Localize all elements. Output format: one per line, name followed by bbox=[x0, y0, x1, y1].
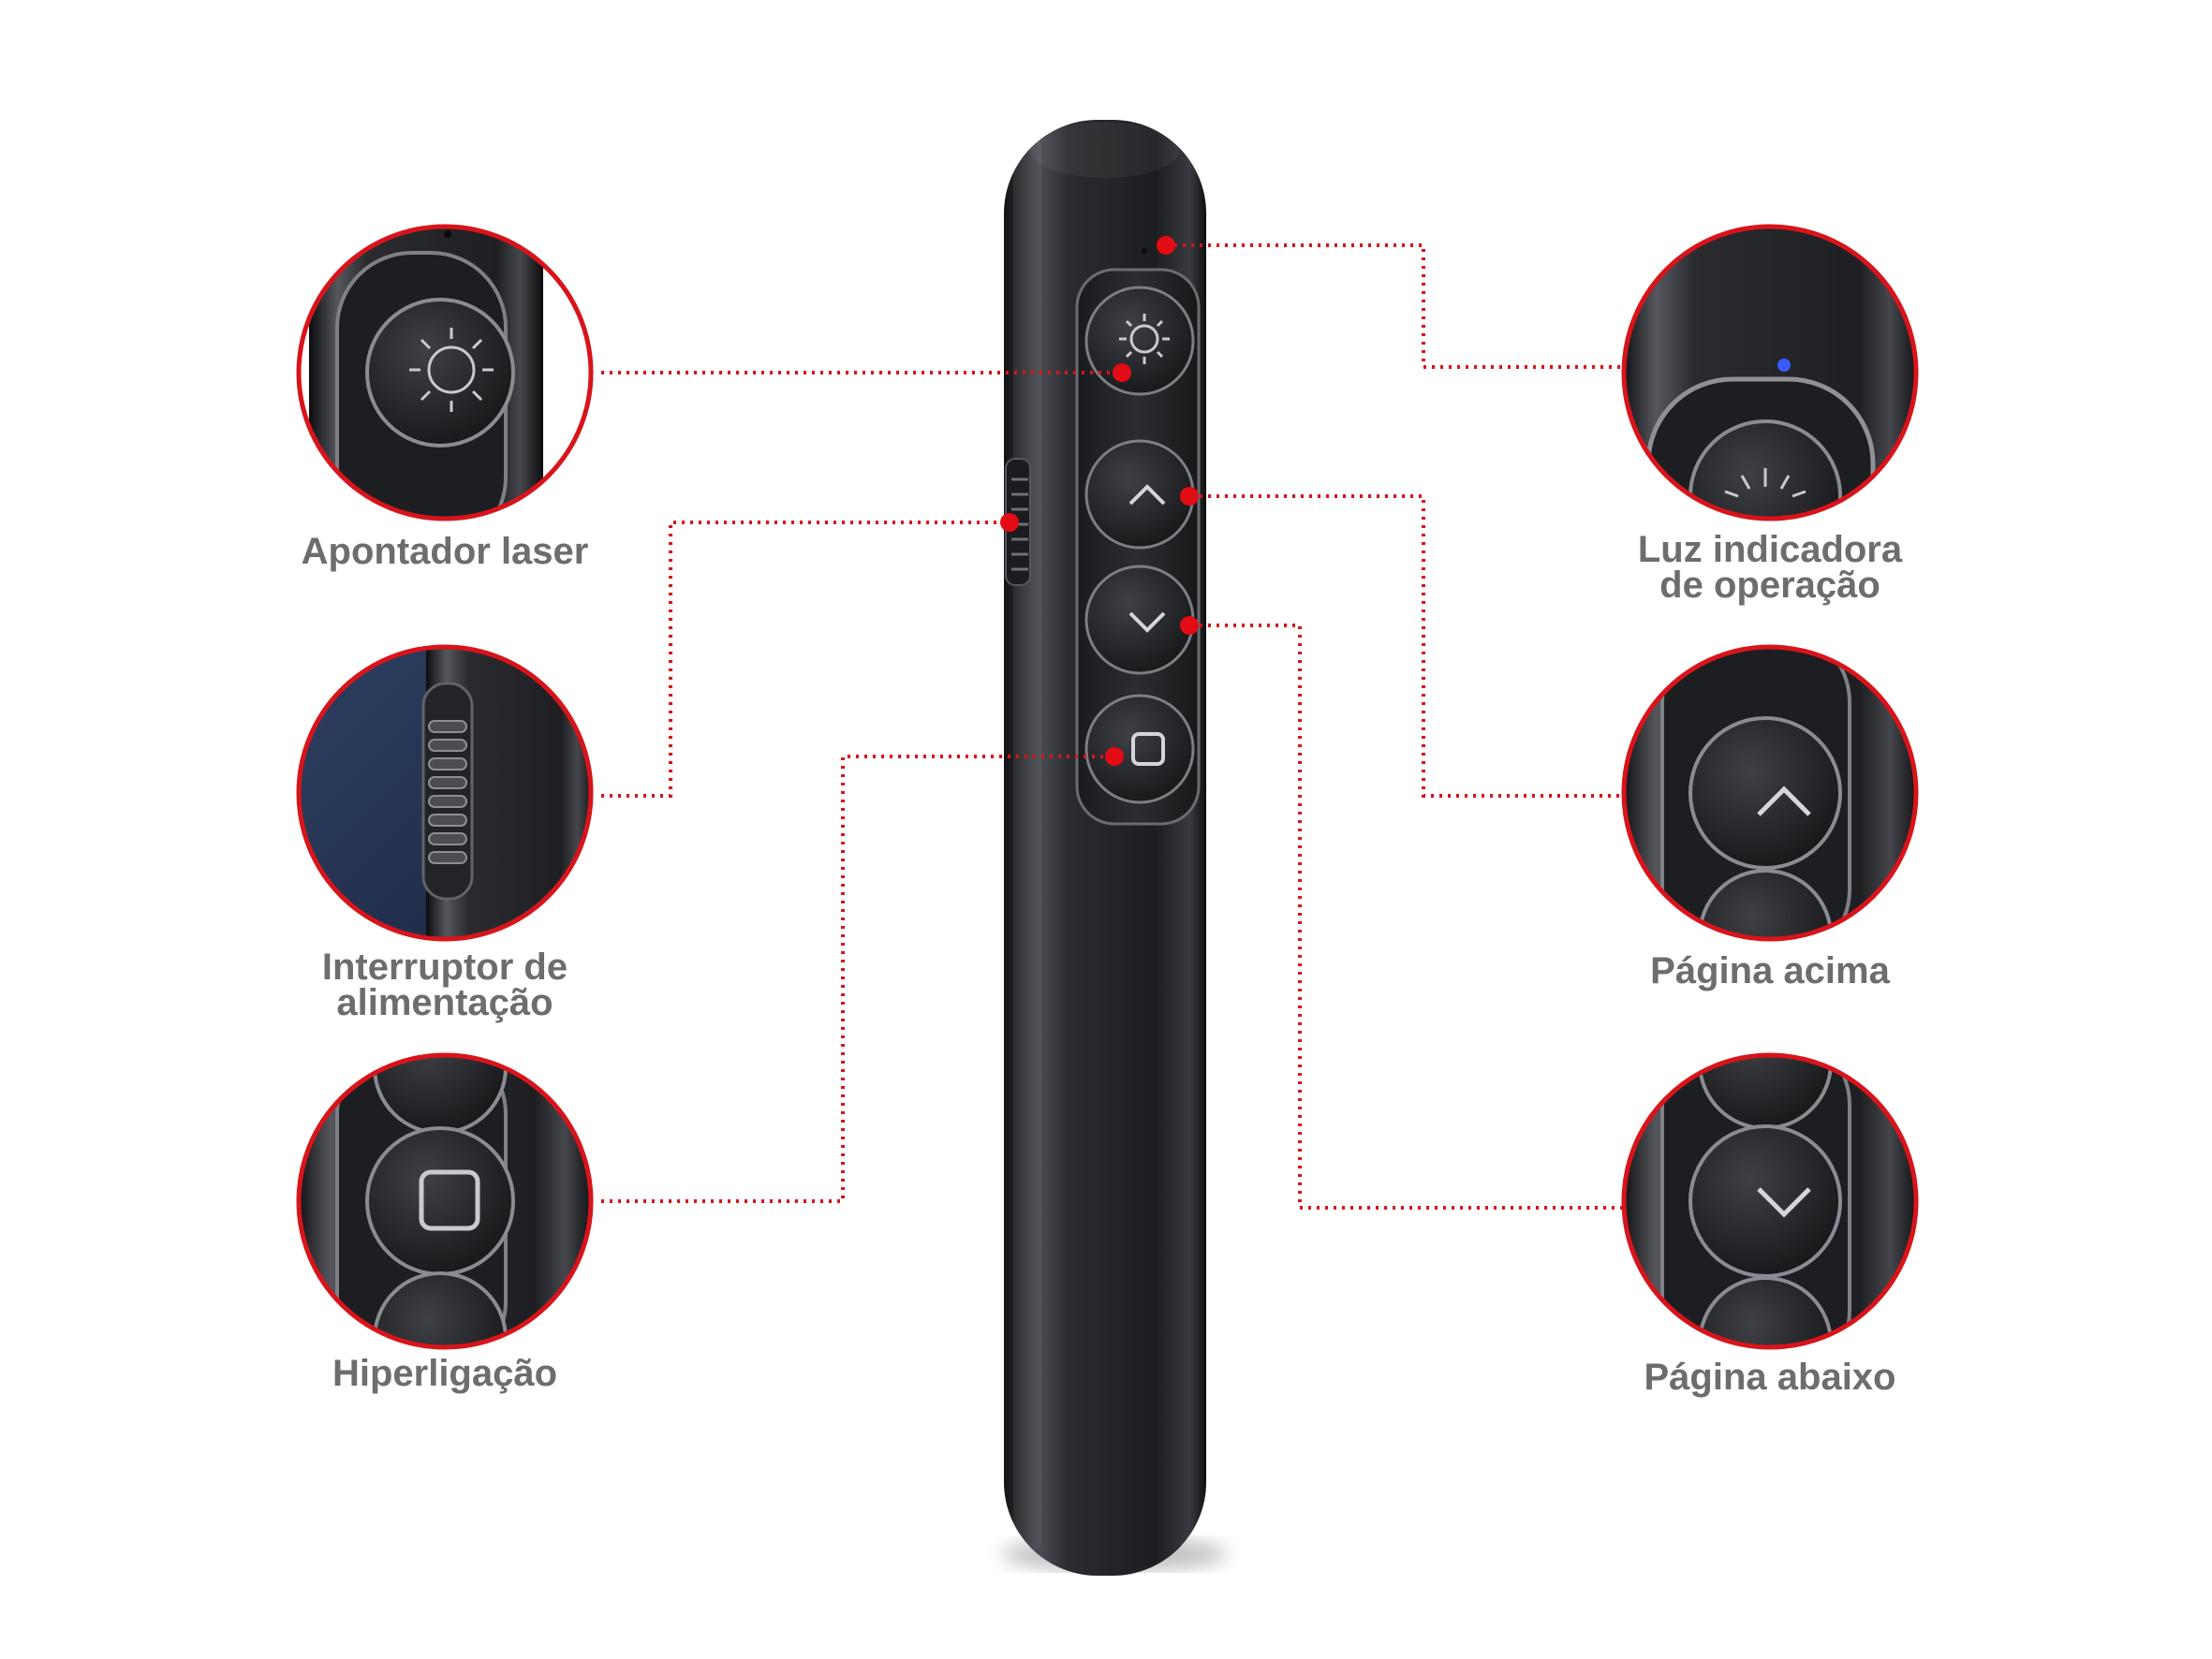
leader-lines bbox=[601, 243, 1623, 1210]
label-line: Página acima bbox=[1650, 950, 1890, 991]
presenter-device bbox=[1002, 120, 1227, 1576]
label-power-switch: Interruptor de alimentação bbox=[258, 947, 632, 1023]
page-down-button[interactable] bbox=[1084, 565, 1195, 675]
label-line: alimentação bbox=[336, 982, 553, 1023]
leader-page-up bbox=[1191, 494, 1623, 798]
leader-page-down bbox=[1191, 624, 1623, 1210]
square-icon bbox=[419, 1169, 480, 1231]
device-indicator-led bbox=[1142, 248, 1147, 254]
led-dot-icon bbox=[1777, 359, 1791, 372]
square-icon bbox=[1131, 732, 1165, 766]
label-line: Luz indicadora bbox=[1637, 529, 1903, 570]
leader-power bbox=[601, 521, 1010, 798]
label-line: de operação bbox=[1659, 565, 1880, 606]
leader-hyperlink bbox=[601, 755, 1112, 1203]
hyperlink-button[interactable] bbox=[1084, 694, 1195, 804]
label-line: Interruptor de bbox=[321, 947, 568, 988]
sun-icon bbox=[1119, 314, 1170, 364]
slider-switch-icon bbox=[421, 682, 474, 901]
zoom-indicator-light bbox=[1621, 224, 1919, 521]
label-page-up: Página acima bbox=[1583, 950, 1957, 991]
label-line: Hiperligação bbox=[332, 1353, 558, 1394]
leader-dots bbox=[1000, 236, 1199, 766]
chevron-up-icon bbox=[1757, 785, 1811, 816]
leader-indicator bbox=[1166, 243, 1623, 369]
chevron-up-icon bbox=[1128, 484, 1166, 506]
zoom-hyperlink bbox=[296, 1052, 594, 1350]
label-line: Página abaixo bbox=[1644, 1357, 1896, 1398]
laser-button[interactable] bbox=[1084, 286, 1195, 396]
zoom-page-up bbox=[1621, 644, 1919, 942]
label-indicator-light: Luz indicadora de operação bbox=[1583, 529, 1957, 606]
label-line: Apontador laser bbox=[301, 531, 589, 572]
chevron-down-icon bbox=[1128, 611, 1166, 633]
zoom-laser-pointer bbox=[296, 224, 594, 521]
zoom-power-switch bbox=[296, 644, 594, 942]
label-laser-pointer: Apontador laser bbox=[258, 531, 632, 572]
sun-icon bbox=[409, 328, 494, 412]
zoom-page-down bbox=[1621, 1052, 1919, 1350]
label-page-down: Página abaixo bbox=[1583, 1357, 1957, 1398]
label-hyperlink: Hiperligação bbox=[258, 1353, 632, 1394]
page-up-button[interactable] bbox=[1084, 439, 1195, 550]
chevron-down-icon bbox=[1757, 1187, 1811, 1218]
